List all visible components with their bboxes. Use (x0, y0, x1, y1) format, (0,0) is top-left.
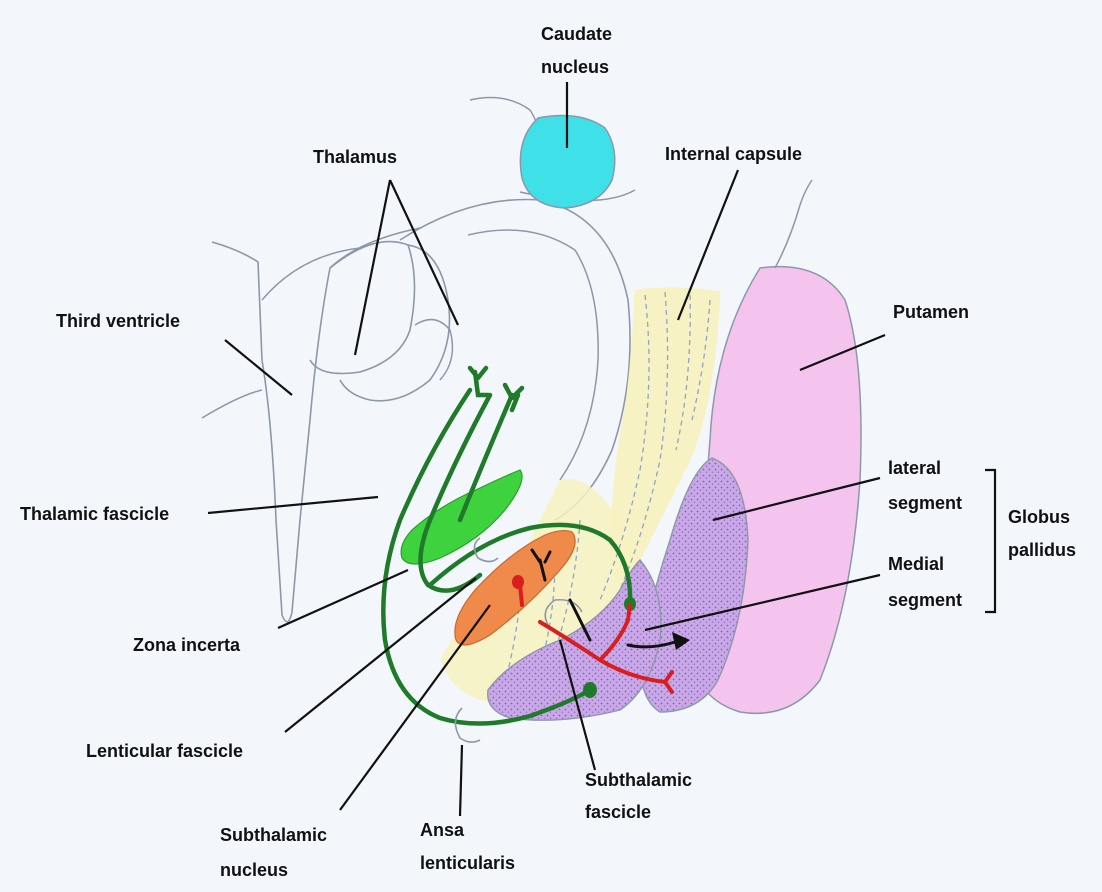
label-lateral-line2: segment (888, 493, 962, 513)
label-thalamic-fascicle: Thalamic fascicle (20, 504, 169, 524)
label-putamen: Putamen (893, 302, 969, 322)
label-caudate-line1: Caudate (541, 24, 612, 44)
label-third-ventricle: Third ventricle (56, 311, 180, 331)
label-globus-line1: Globus (1008, 507, 1070, 527)
label-subthalamic-nucleus-line2: nucleus (220, 860, 288, 880)
label-globus-line2: pallidus (1008, 540, 1076, 560)
label-medial-line1: Medial (888, 554, 944, 574)
label-subthalamic-fascicle-line2: fascicle (585, 802, 651, 822)
fascicle-terminal (512, 575, 524, 589)
label-caudate-line2: nucleus (541, 57, 609, 77)
label-subthalamic-nucleus-line1: Subthalamic (220, 825, 327, 845)
label-medial-line2: segment (888, 590, 962, 610)
label-ansa-line1: Ansa (420, 820, 465, 840)
label-thalamus: Thalamus (313, 147, 397, 167)
fiber-terminal (583, 682, 597, 698)
label-zona-incerta: Zona incerta (133, 635, 241, 655)
label-subthalamic-fascicle-line1: Subthalamic (585, 770, 692, 790)
label-lenticular-fascicle: Lenticular fascicle (86, 741, 243, 761)
label-internal-capsule: Internal capsule (665, 144, 802, 164)
label-lateral-line1: lateral (888, 458, 941, 478)
label-ansa-line2: lenticularis (420, 853, 515, 873)
